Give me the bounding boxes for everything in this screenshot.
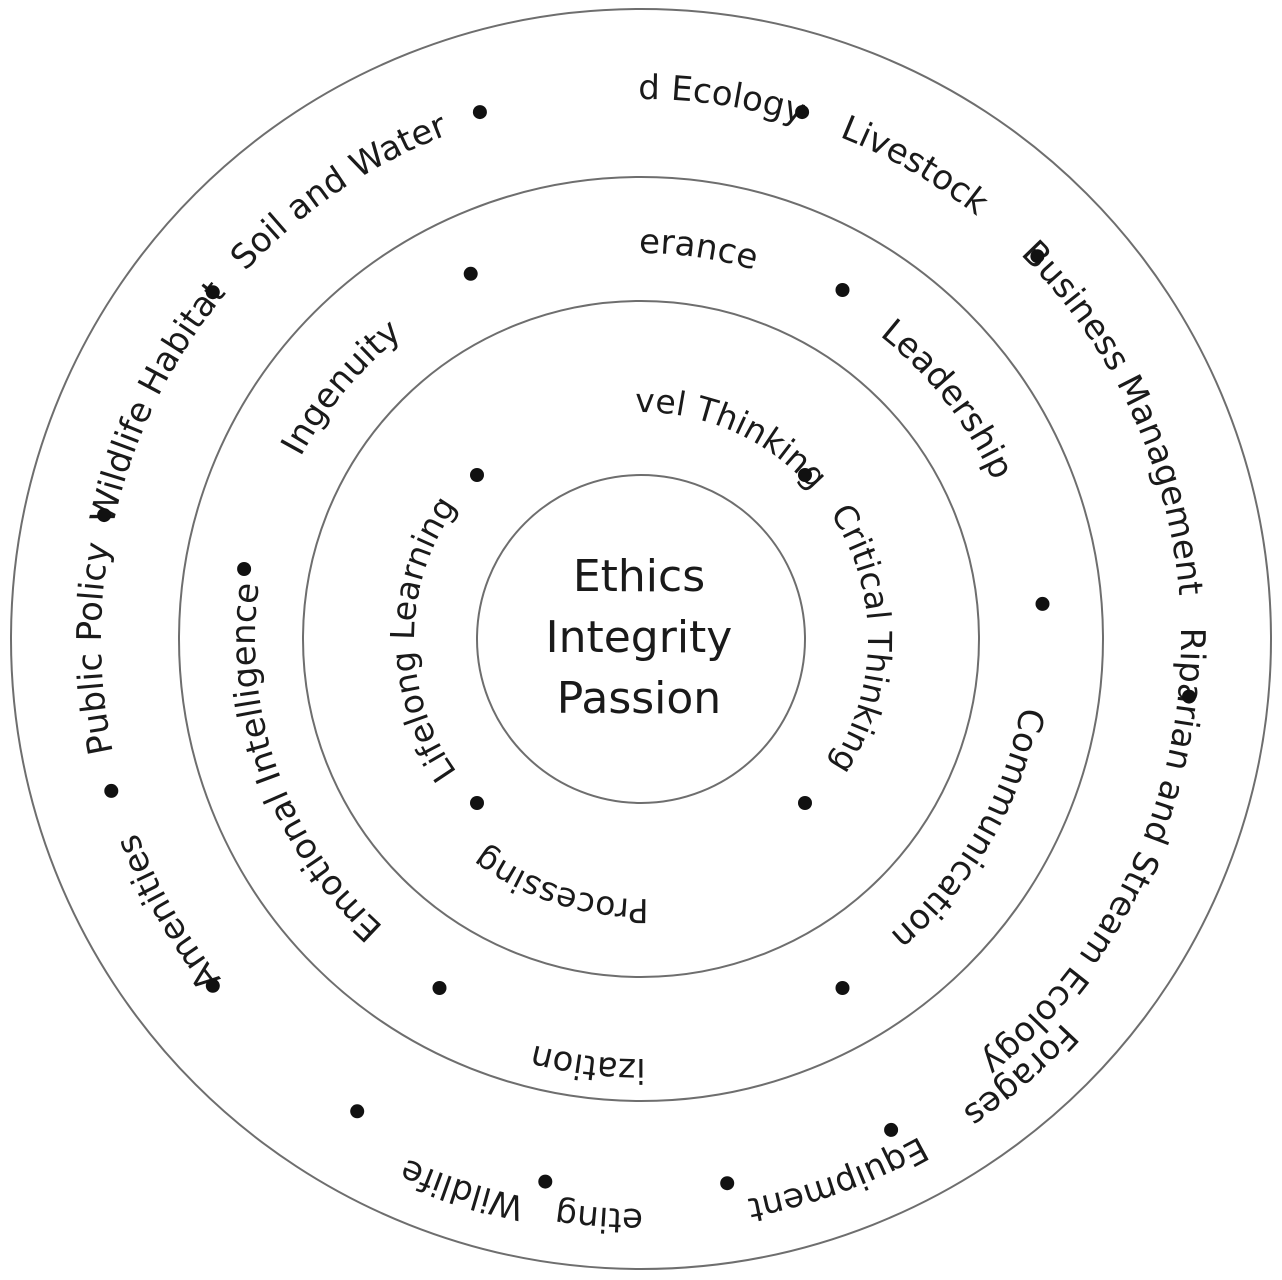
core-value-passion: Passion	[557, 673, 721, 724]
middle-ring-separator-dot	[463, 266, 478, 281]
core-values: Ethics Integrity Passion	[546, 551, 733, 724]
middle-ring-separator-dot	[237, 562, 252, 576]
outer-ring-label-equipment: Equipment	[745, 1128, 934, 1229]
outer-ring-separator-dot	[205, 978, 220, 993]
ring-dots	[97, 105, 1196, 1191]
middle-ring-separator-dot	[835, 981, 850, 995]
middle-ring-separator-dot	[835, 283, 850, 297]
outer-ring-separator-dot	[720, 1176, 735, 1191]
outer-ring-label-soil-and-water: Soil and Water	[223, 106, 452, 278]
outer-ring-label-business-management: Business Management	[1014, 233, 1211, 597]
inner-ring-separator-dot	[798, 468, 812, 482]
middle-ring-separator-dot	[1035, 596, 1050, 611]
outer-ring-label-text: Rangeland Ecology	[0, 0, 810, 132]
outer-ring-label-text: Wildlife	[394, 1150, 527, 1227]
middle-ring-separator-dot	[432, 981, 447, 995]
core-value-ethics: Ethics	[573, 551, 705, 602]
outer-ring-label-livestock: Livestock	[836, 108, 996, 224]
outer-ring-separator-dot	[795, 105, 810, 120]
outer-ring-label-text: Equipment	[745, 1128, 934, 1229]
outer-ring-label-text: Business Management	[1014, 233, 1211, 597]
core-circle	[476, 474, 806, 804]
middle-ring-label-text: Communication	[884, 705, 1052, 958]
outer-ring-circle	[10, 8, 1272, 1270]
middle-ring-label-text: Emotional Intelligence	[224, 581, 390, 950]
inner-ring-label-lifelong-learning: Lifelong Learning	[383, 489, 464, 790]
outer-ring-label-amenities: Amenities	[108, 829, 228, 998]
middle-ring-label-leadership: Leadership	[874, 311, 1022, 485]
outer-ring-label-text: Livestock	[836, 108, 996, 224]
middle-ring-label-communication: Communication	[884, 705, 1052, 958]
core-value-integrity: Integrity	[546, 612, 733, 663]
outer-ring-label-text: Wildlife Habitat	[83, 273, 234, 527]
outer-ring-separator-dot	[1030, 249, 1045, 264]
outer-ring-separator-dot	[97, 508, 112, 523]
inner-ring-label-text: Lifelong Learning	[383, 489, 464, 790]
middle-ring-circle	[178, 176, 1104, 1102]
inner-ring-circle	[302, 300, 980, 978]
outer-ring-label-wildlife-habitat: Wildlife Habitat	[83, 273, 234, 527]
outer-ring-label-rangeland-ecology: Rangeland Ecology	[0, 0, 810, 132]
inner-ring-label-critical-thinking: Critical Thinking	[823, 497, 899, 781]
outer-ring-label-riparian-and-stream-ecology: Riparian and Stream Ecology	[974, 628, 1212, 1084]
outer-ring-separator-dot	[472, 105, 487, 120]
outer-ring-label-text: Riparian and Stream Ecology	[974, 628, 1212, 1084]
outer-ring-separator-dot	[538, 1174, 553, 1189]
outer-ring-separator-dot	[104, 783, 119, 798]
inner-ring-label-text: Critical Thinking	[823, 497, 899, 781]
inner-ring-separator-dot	[470, 468, 484, 482]
outer-ring-label-text: Public Policy	[70, 539, 122, 758]
outer-ring-label-text: Soil and Water	[223, 106, 452, 278]
outer-ring-separator-dot	[1182, 689, 1196, 704]
inner-ring-separator-dot	[798, 796, 812, 810]
outer-ring-label-public-policy: Public Policy	[70, 539, 122, 758]
outer-ring-separator-dot	[884, 1122, 899, 1137]
middle-ring-label-emotional-intelligence: Emotional Intelligence	[224, 581, 390, 950]
inner-ring-separator-dot	[470, 796, 484, 810]
outer-ring-label-wildlife: Wildlife	[394, 1150, 527, 1227]
outer-ring-separator-dot	[350, 1104, 365, 1119]
outer-ring-label-text: Amenities	[108, 829, 228, 998]
middle-ring-label-text: Leadership	[874, 311, 1022, 485]
outer-ring-separator-dot	[205, 285, 220, 300]
